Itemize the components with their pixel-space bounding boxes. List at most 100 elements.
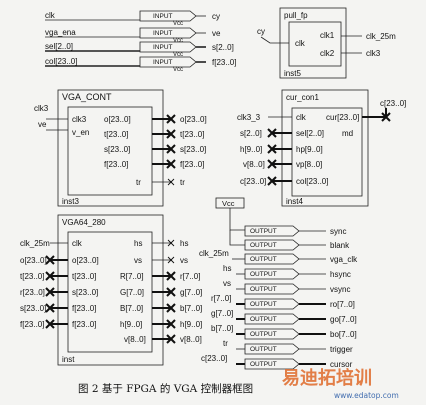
pull-fp-in-net: cy: [257, 27, 265, 36]
vga-cont-port-right: tr: [136, 178, 141, 187]
pull-fp-out-net: clk_25m: [366, 32, 396, 41]
bus-end-x-icon: [381, 112, 391, 122]
pull-fp-inst: inst5: [284, 69, 301, 78]
cur-con-port-left: hp[9..0]: [296, 145, 323, 154]
input-tag: INPUT: [153, 30, 173, 37]
input-pin-shape: [139, 27, 197, 39]
pull-fp-body: [288, 21, 342, 67]
pull-fp-port-clk2: clk2: [320, 49, 335, 58]
cur-con-out-net: c[23..0]: [380, 99, 406, 108]
vga-cont-out-net: f[23..0]: [180, 160, 204, 169]
input-tag: INPUT: [153, 13, 173, 20]
vga64-port-left: o[23..0]: [72, 256, 99, 265]
vga64-port-right: B[7..0]: [120, 304, 143, 313]
cur-con-port-left: sel[2..0]: [296, 129, 324, 138]
vga64-in-net: clk_25m: [20, 239, 50, 248]
input-pin-shape: [139, 56, 197, 68]
input-vcc: Vcc: [173, 52, 183, 58]
vga-cont-out-net: t[23..0]: [180, 130, 204, 139]
vga-cont-out-net: s[23..0]: [180, 145, 206, 154]
vga64-out-net: h[9..0]: [180, 320, 202, 329]
vga-cont-block: VGA_CONT inst3 clk3 ve clk3 v_en o[23..0…: [34, 89, 207, 207]
input-tag: INPUT: [153, 44, 173, 51]
output-net: g[7..0]: [211, 309, 233, 318]
vga-cont-port-right: s[23..0]: [104, 145, 130, 154]
vga-cont-out-net: tr: [180, 178, 185, 187]
vcc-wire: [229, 208, 245, 231]
vga-cont-body: [67, 106, 153, 196]
vga64-title: VGA64_280: [62, 218, 106, 227]
vga-cont-inst: inst3: [62, 197, 79, 206]
input-vcc: Vcc: [173, 38, 183, 44]
wire-end-x-icon: [167, 178, 175, 186]
vga64-out-net: hs: [180, 239, 188, 248]
output-pin-shape: [244, 328, 300, 340]
vga64-port-right: hs: [134, 239, 142, 248]
output-name: go[7..0]: [330, 315, 357, 324]
output-pin-shape: [244, 298, 300, 310]
output-tag: OUTPUT: [250, 242, 277, 249]
cur-con-bus-wires: [272, 132, 292, 182]
watermark-url: www.edatop.com: [334, 391, 399, 400]
output-pin-shape: [244, 283, 300, 295]
output-net: tr: [223, 339, 228, 348]
pull-fp-in-wire: [260, 36, 289, 44]
output-pin-shape: [244, 225, 300, 237]
input-pin-group: clk INPUT Vcc cy vga_ena INPUT Vcc ve se…: [45, 10, 236, 73]
output-tag: OUTPUT: [250, 256, 277, 263]
vga64-port-right: vs: [134, 256, 142, 265]
output-pin-shape: [244, 253, 300, 265]
input-out-net: f[23..0]: [212, 58, 236, 67]
vga64-block: VGA64_280 inst clk_25m o[23..0] t[23..0]…: [20, 214, 202, 366]
output-name: hsync: [330, 270, 351, 279]
vga-cont-port-left: clk3: [72, 115, 87, 124]
vga64-bus-wires-in: [50, 259, 68, 325]
cur-con-in-net: clk3_3: [237, 113, 261, 122]
cur-con-body: [291, 107, 363, 197]
output-tag: OUTPUT: [250, 346, 277, 353]
bus-end-x-icon: [45, 255, 55, 329]
input-tag: INPUT: [153, 59, 173, 66]
pull-fp-port-clk1: clk1: [320, 31, 335, 40]
cur-con-inst: inst4: [286, 197, 303, 206]
vcc-wire: [229, 230, 245, 246]
vga-cont-out-net: o[23..0]: [180, 115, 207, 124]
pull-fp-title: pull_fp: [284, 11, 308, 20]
output-tag: OUTPUT: [250, 228, 277, 235]
pull-fp-out-net: clk3: [366, 49, 381, 58]
vga-cont-title: VGA_CONT: [62, 92, 112, 102]
output-tag: OUTPUT: [250, 361, 277, 368]
input-out-net: s[2..0]: [212, 43, 234, 52]
output-pin-shape: [244, 343, 300, 355]
output-name: ro[7..0]: [330, 300, 355, 309]
cur-con-bus-out: [362, 108, 387, 118]
bus-end-x-icon: [267, 128, 277, 186]
output-pin-shape: [244, 313, 300, 325]
vga64-out-net: b[7..0]: [180, 304, 202, 313]
vga64-in-net: r[23..0]: [20, 288, 45, 297]
vga64-in-net: t[23..0]: [20, 272, 44, 281]
vga-cont-in-net: ve: [38, 120, 47, 129]
output-name: blank: [330, 241, 350, 250]
vga-cont-in-net: clk3: [34, 104, 49, 113]
vga64-out-net: g[7..0]: [180, 288, 202, 297]
vga64-port-left: f[23..0]: [72, 320, 96, 329]
cur-con-port-left: col[23..0]: [296, 177, 328, 186]
output-tag: OUTPUT: [250, 301, 277, 308]
cur-con-port-right: md: [342, 129, 353, 138]
vga64-inst: inst: [62, 355, 75, 364]
output-net: b[7..0]: [211, 324, 233, 333]
vga64-out-net: r[7..0]: [180, 272, 200, 281]
vcc-label: Vcc: [222, 199, 235, 208]
vga64-port-right: h[9..0]: [120, 320, 142, 329]
vga64-in-net: f[23..0]: [20, 320, 44, 329]
input-name: sel[2..0]: [45, 42, 73, 51]
input-name: vga_ena: [45, 28, 76, 37]
vga-cont-port-right: f[23..0]: [104, 160, 128, 169]
output-tag: OUTPUT: [250, 271, 277, 278]
output-name: cursor: [330, 360, 353, 369]
vga-cont-bus-wires: [152, 118, 172, 165]
vga64-bus-wires-out: [152, 275, 172, 340]
vga64-port-right: v[8..0]: [124, 335, 146, 344]
input-out-net: cy: [212, 12, 220, 21]
